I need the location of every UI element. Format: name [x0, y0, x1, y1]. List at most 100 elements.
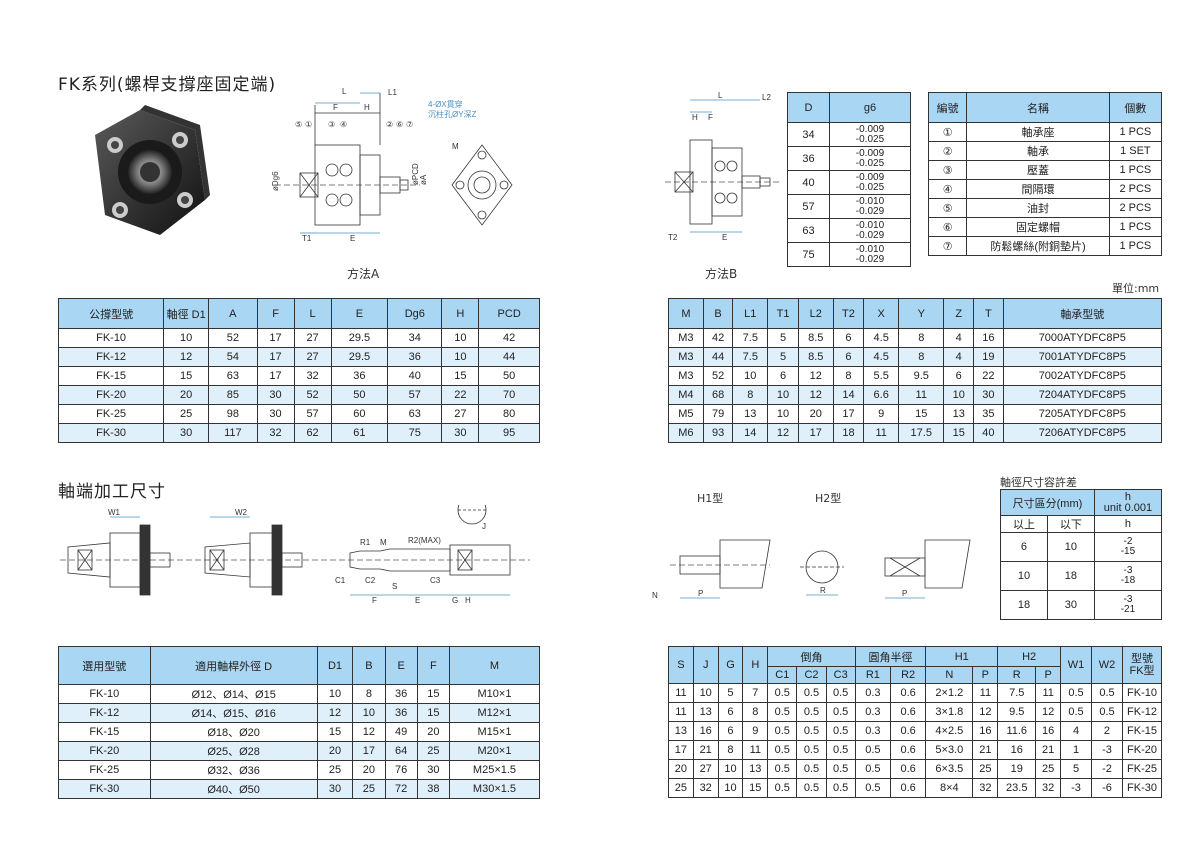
svg-text:沉柱孔ØY深Z: 沉柱孔ØY深Z	[428, 109, 477, 119]
table-cell: 13	[692, 702, 719, 722]
svg-text:øPCD: øPCD	[411, 163, 420, 185]
table-cell: 27	[692, 759, 719, 779]
column-header: R2	[889, 666, 927, 684]
table-cell: 13	[732, 404, 769, 424]
table-cell: 25	[668, 778, 694, 798]
table-cell: 19	[973, 347, 1004, 367]
column-header: X	[863, 298, 900, 329]
table-cell: 98	[208, 404, 258, 424]
table-cell: FK-25	[57, 404, 165, 424]
table-cell: 0.5	[825, 702, 856, 722]
table-cell: 16	[973, 328, 1004, 348]
table-cell: FK-20	[58, 741, 151, 761]
table-cell: 15	[416, 703, 450, 723]
table-cell: 16	[1035, 721, 1062, 741]
svg-text:H: H	[465, 596, 471, 605]
svg-text:L2: L2	[762, 93, 771, 102]
table-cell: 22	[441, 385, 480, 405]
table-cell: 8	[732, 385, 769, 405]
table-cell: FK-15	[1122, 721, 1162, 741]
table-cell: 17.5	[898, 423, 945, 443]
svg-text:R: R	[820, 586, 826, 595]
table-cell: 36	[387, 347, 443, 367]
table-cell: 4	[1060, 721, 1092, 741]
table-cell: 16	[692, 721, 719, 741]
table-cell: 11	[742, 740, 769, 760]
table-cell: 12	[316, 703, 354, 723]
table-cell: 11	[668, 683, 694, 703]
table-cell: 25	[316, 760, 354, 780]
table-cell: 12	[797, 385, 834, 405]
svg-text:N: N	[652, 591, 658, 600]
table-cell: FK-10	[57, 328, 165, 348]
table-cell: M12×1	[448, 703, 541, 723]
svg-text:L: L	[718, 91, 723, 100]
table-cell: -2	[1090, 759, 1124, 779]
table-cell: 0.5	[767, 740, 798, 760]
table-cell: 7	[742, 683, 769, 703]
svg-text:M: M	[452, 142, 459, 151]
table-cell: 11	[1035, 683, 1062, 703]
table-cell: 15	[742, 778, 769, 798]
table-cell: 5	[767, 347, 799, 367]
table-cell: 9.5	[997, 702, 1037, 722]
table-cell: 42	[702, 328, 734, 348]
table-cell: 0.5	[796, 702, 827, 722]
table-cell: 17	[256, 347, 295, 367]
table-cell: 6	[832, 328, 865, 348]
svg-text:E: E	[415, 596, 420, 605]
table-cell: 0.5	[796, 740, 827, 760]
table-cell: 21	[692, 740, 719, 760]
table-cell: 0.5	[825, 721, 856, 741]
table-cell: 25	[416, 741, 450, 761]
method-b-drawing: L L2 H F T2 E	[665, 91, 780, 242]
table-cell: 15	[943, 423, 975, 443]
table-cell: M6	[668, 423, 704, 443]
table-cell: 79	[702, 404, 734, 424]
table-cell: 20	[352, 760, 386, 780]
table-cell: 8	[717, 740, 744, 760]
table-cell: Ø14、Ø15、Ø16	[149, 703, 318, 723]
table-cell: 36	[384, 703, 418, 723]
table-cell: 17	[668, 740, 694, 760]
table-cell: 17	[832, 404, 865, 424]
table-cell: 0.3	[854, 702, 891, 722]
table-cell: 0.5	[796, 759, 827, 779]
table-cell: 21	[972, 740, 999, 760]
table-cell: 0.5	[767, 702, 798, 722]
table-cell: 15	[416, 684, 450, 704]
table-cell: 68	[702, 385, 734, 405]
svg-text:T2: T2	[668, 233, 678, 242]
table-cell: 8	[352, 684, 386, 704]
table-cell: 10	[767, 404, 799, 424]
table-cell: 0.5	[825, 778, 856, 798]
table-cell: 10	[717, 778, 744, 798]
table-cell: 22	[973, 366, 1004, 386]
table-cell: 11	[972, 683, 999, 703]
shaft-end-drawings: W1 W2 R1 M R2(MAX) C1 C2 S C3 F E G H J	[60, 505, 530, 605]
table-cell: 4	[943, 328, 975, 348]
svg-text:F: F	[708, 113, 713, 122]
table-cell: -3	[1090, 740, 1124, 760]
table-cell: FK-15	[58, 722, 151, 742]
column-header: C3	[825, 666, 856, 684]
table-cell: 8	[898, 347, 945, 367]
table-cell: 30	[256, 385, 295, 405]
table-cell: 0.5	[854, 740, 891, 760]
table-cell: 57	[293, 404, 332, 424]
table-cell: 18	[832, 423, 865, 443]
h2-type-label: H2型	[815, 492, 842, 505]
table-cell: 93	[702, 423, 734, 443]
table-cell: 11.6	[997, 721, 1037, 741]
table-cell: 11	[863, 423, 900, 443]
table-cell: 6	[717, 702, 744, 722]
table-cell: 20	[163, 385, 210, 405]
table-cell: 10	[943, 385, 975, 405]
column-header: P	[972, 666, 999, 684]
table-cell: 72	[384, 779, 418, 799]
